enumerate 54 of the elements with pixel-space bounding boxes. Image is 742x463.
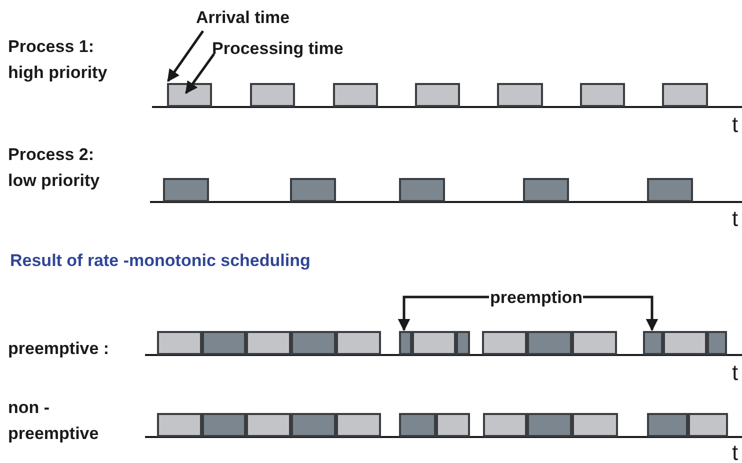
task-block — [157, 413, 202, 437]
leader-line — [184, 53, 216, 94]
task-block — [399, 413, 436, 437]
task-block — [643, 331, 663, 355]
task-block — [333, 83, 378, 107]
task-block — [167, 83, 212, 107]
task-block — [415, 83, 460, 107]
task-block — [483, 413, 527, 437]
axis-label: t — [732, 360, 740, 386]
task-block — [336, 331, 381, 355]
task-block — [291, 413, 336, 437]
task-block — [163, 178, 209, 202]
task-block — [456, 331, 470, 355]
task-block — [202, 413, 246, 437]
task-block — [157, 331, 202, 355]
task-block — [246, 413, 291, 437]
task-block — [246, 331, 291, 355]
row-label: non - preemptive — [8, 397, 100, 445]
callout-text: preemption — [490, 285, 583, 311]
leader-line — [583, 296, 658, 332]
axis-label: t — [732, 440, 740, 463]
leader-line — [398, 296, 489, 332]
row-label: Process 2: low priority — [8, 144, 101, 192]
task-block — [707, 331, 727, 355]
task-block — [336, 413, 381, 437]
task-block — [527, 413, 572, 437]
axis-label: t — [732, 112, 740, 138]
task-block — [662, 83, 708, 107]
task-block — [663, 331, 707, 355]
task-block — [572, 331, 617, 355]
task-block — [497, 83, 543, 107]
task-block — [250, 83, 295, 107]
callout-text: Arrival time — [196, 5, 290, 31]
task-block — [580, 83, 625, 107]
task-block — [202, 331, 246, 355]
task-block — [291, 331, 336, 355]
task-block — [482, 331, 527, 355]
task-block — [412, 331, 456, 355]
axis-label: t — [732, 206, 740, 232]
callout-text: Processing time — [212, 36, 344, 62]
task-block — [290, 178, 336, 202]
task-block — [647, 178, 693, 202]
task-block — [572, 413, 618, 437]
row-label: Process 1: high priority — [8, 36, 108, 84]
leader-line — [166, 30, 204, 82]
task-block — [399, 178, 445, 202]
task-block — [436, 413, 470, 437]
row-label: preemptive : — [8, 338, 110, 360]
task-block — [527, 331, 572, 355]
task-block — [399, 331, 412, 355]
section-heading: Result of rate -monotonic scheduling — [10, 250, 312, 272]
task-block — [688, 413, 728, 437]
task-block — [647, 413, 688, 437]
task-block — [523, 178, 569, 202]
